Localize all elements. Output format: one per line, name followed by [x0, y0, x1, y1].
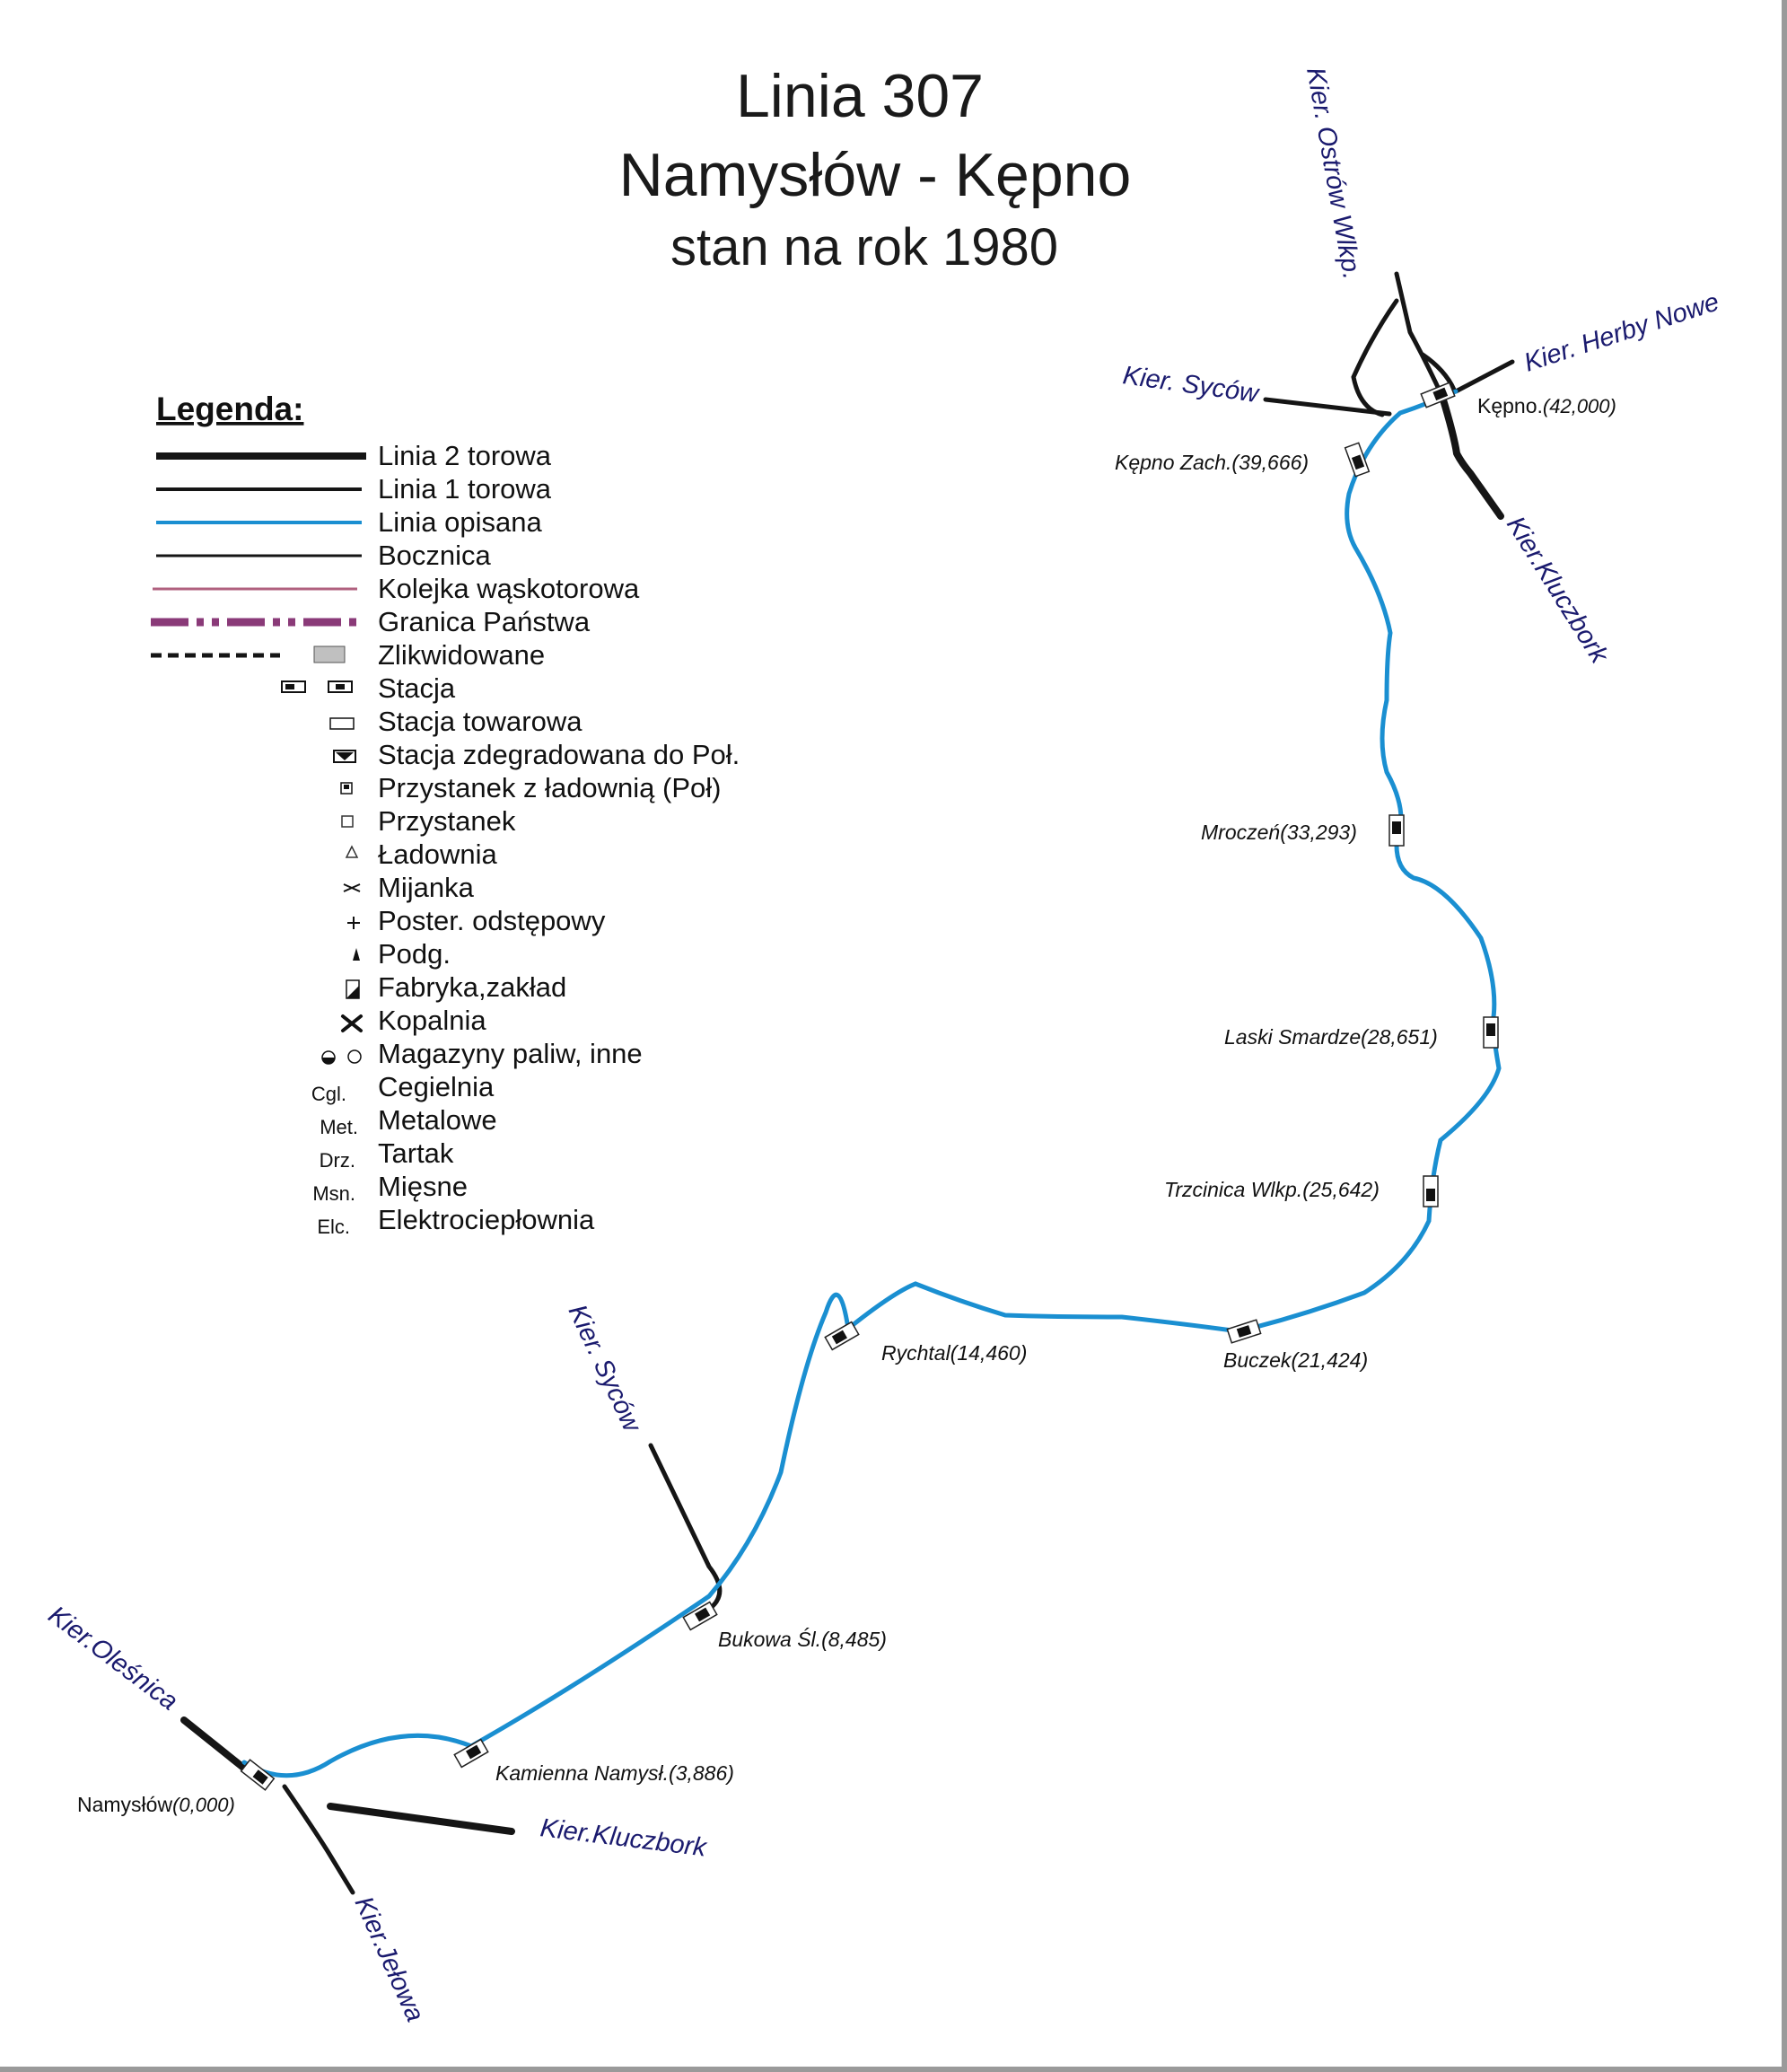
- station-label-kepno: Kępno.(42,000): [1477, 394, 1616, 417]
- station-label-trzcinica: Trzcinica Wlkp.(25,642): [1164, 1178, 1380, 1201]
- station-label-mroczen: Mroczeń(33,293): [1201, 821, 1357, 844]
- factory-icon: [346, 979, 360, 999]
- legend-label: Przystanek z ładownią (Poł): [378, 772, 722, 803]
- stop-icon: [341, 815, 354, 828]
- track-to-ostrow: [1394, 271, 1445, 399]
- station-label-bukowa: Bukowa Śl.(8,485): [718, 1627, 887, 1651]
- station-label-laski: Laski Smardze(28,651): [1224, 1025, 1438, 1049]
- legend-abbr: Drz.: [320, 1149, 355, 1172]
- station-marker-buczek: [1226, 1319, 1262, 1344]
- track-kepno-loop-west: [1351, 298, 1399, 417]
- station-label-kamienna: Kamienna Namysł.(3,886): [495, 1761, 734, 1785]
- direction-label-ostrow: Kier. Ostrów Wlkp.: [1301, 66, 1366, 282]
- legend-label: Magazyny paliw, inne: [378, 1038, 643, 1069]
- legend-label: Linia 1 torowa: [378, 473, 552, 505]
- legend-label: Tartak: [378, 1137, 454, 1169]
- legend-label: Fabryka,zakład: [378, 971, 566, 1003]
- podg-icon: [353, 948, 360, 961]
- stop-with-loading-icon: [340, 782, 353, 795]
- liquidated-box-icon: [313, 645, 346, 663]
- legend-label: Bocznica: [378, 540, 492, 571]
- legend-label: Podg.: [378, 938, 451, 970]
- map-title-line3: stan na rok 1980: [670, 218, 1058, 277]
- legend-abbr: Elc.: [317, 1216, 350, 1238]
- block-post-icon: [347, 917, 360, 929]
- station-label-namyslow: Namysłów(0,000): [77, 1793, 235, 1816]
- legend-heading: Legenda:: [156, 391, 303, 427]
- track-to-kluczbork-north: [1439, 393, 1504, 520]
- legend-label: Poster. odstępowy: [378, 905, 606, 936]
- legend-label: Elektrociepłownia: [378, 1204, 595, 1235]
- track-kepno-loop-east: [1420, 352, 1457, 392]
- map-title-line1: Linia 307: [736, 62, 984, 130]
- legend-abbr: Cgl.: [311, 1083, 346, 1105]
- station-icon: [281, 680, 353, 693]
- direction-label-sycow-north: Kier. Syców: [1121, 361, 1262, 408]
- loading-point-icon: [345, 845, 359, 858]
- legend-label: Kolejka wąskotorowa: [378, 573, 640, 604]
- fuel-depot-icon: [321, 1049, 362, 1065]
- station-marker-laski: [1483, 1016, 1499, 1049]
- direction-label-herby: Kier. Herby Nowe: [1520, 287, 1722, 377]
- direction-label-sycow-south: Kier. Syców: [563, 1300, 647, 1437]
- track-to-sycow-north: [1263, 397, 1392, 417]
- legend-label: Mijanka: [378, 872, 475, 903]
- legend-label: Cegielnia: [378, 1071, 495, 1102]
- track-to-kluczbork-south: [327, 1803, 515, 1835]
- direction-label-jelowa: Kier.Jełowa: [349, 1892, 430, 2026]
- freight-station-icon: [329, 717, 355, 730]
- track-to-herby: [1453, 359, 1515, 394]
- station-label-kepno-zach: Kępno Zach.(39,666): [1115, 451, 1309, 474]
- direction-label-olesnica: Kier.Oleśnica: [43, 1601, 183, 1716]
- legend-label: Zlikwidowane: [378, 639, 545, 671]
- passing-loop-icon: [343, 883, 361, 892]
- legend-abbr: Met.: [320, 1116, 358, 1138]
- station-marker-namyslow: [240, 1759, 276, 1791]
- map-title-line2: Namysłów - Kępno: [619, 141, 1132, 209]
- station-marker-kamienna: [453, 1738, 489, 1769]
- station-marker-rychtal: [824, 1321, 860, 1351]
- station-marker-kepno-zach: [1344, 442, 1371, 478]
- legend-label: Metalowe: [378, 1104, 497, 1136]
- station-marker-bukowa: [682, 1601, 718, 1631]
- track-to-jelowa: [282, 1784, 355, 1895]
- legend-label: Przystanek: [378, 805, 516, 837]
- legend-label: Stacja zdegradowana do Poł.: [378, 739, 740, 770]
- legend-label: Stacja: [378, 672, 456, 704]
- direction-label-kluczbork-south: Kier.Kluczbork: [539, 1813, 709, 1863]
- legend-label: Linia 2 torowa: [378, 440, 552, 471]
- mine-icon: [341, 1014, 363, 1032]
- station-marker-kepno: [1420, 382, 1456, 408]
- track-to-sycow-south: [648, 1443, 723, 1610]
- legend-label: Linia opisana: [378, 506, 542, 538]
- station-label-rychtal: Rychtal(14,460): [881, 1341, 1027, 1365]
- legend: Legenda:: [151, 391, 740, 1238]
- legend-label: Stacja towarowa: [378, 706, 583, 737]
- legend-label: Granica Państwa: [378, 606, 591, 637]
- legend-label: Mięsne: [378, 1171, 468, 1202]
- station-marker-trzcinica: [1423, 1175, 1439, 1207]
- legend-label: Ładownia: [378, 838, 497, 870]
- station-marker-mroczen: [1388, 814, 1405, 847]
- described-line-307: [241, 389, 1502, 1778]
- legend-abbr: Msn.: [312, 1182, 355, 1205]
- station-markers: [240, 382, 1499, 1791]
- direction-label-kluczbork-north: Kier.Kluczbork: [1501, 512, 1614, 670]
- station-label-buczek: Buczek(21,424): [1223, 1348, 1368, 1372]
- degraded-station-icon: [333, 750, 356, 763]
- legend-label: Kopalnia: [378, 1005, 486, 1036]
